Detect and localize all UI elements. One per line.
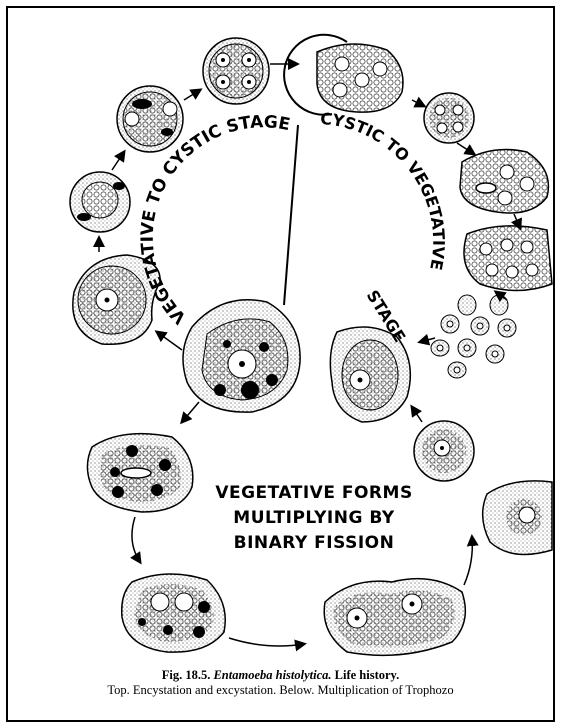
cyst-binucleate [117, 86, 183, 152]
excysting-amoeba [284, 35, 403, 115]
life-cycle-diagram: VEGETATIVE TO CYSTIC STAGE CYSTIC TO VEG… [8, 8, 555, 722]
trophozoite-dividing-nucleus [122, 574, 226, 652]
daughter-trophozoite-2 [483, 481, 552, 555]
figure-frame: VEGETATIVE TO CYSTIC STAGE CYSTIC TO VEG… [6, 6, 555, 722]
caption-fig-number: Fig. 18.5. [162, 668, 211, 682]
caption-species: Entamoeba histolytica. [213, 668, 331, 682]
metacyst [424, 93, 474, 143]
metacystic-amoeba [460, 150, 548, 213]
divider-line [284, 125, 298, 305]
trophozoite-feeding [87, 434, 192, 512]
trophozoite-dividing-cell [324, 579, 465, 656]
center-label-line2: MULTIPLYING BY [233, 508, 395, 528]
figure-caption: Fig. 18.5. Entamoeba histolytica. Life h… [8, 668, 553, 698]
caption-title: Life history. [335, 668, 400, 682]
eight-nucleate-amoeba [464, 226, 552, 291]
trophozoite-large [183, 300, 300, 412]
center-label-line3: BINARY FISSION [234, 533, 395, 553]
center-label-line1: VEGETATIVE FORMS [215, 483, 412, 503]
cyst-uninucleate [70, 172, 130, 232]
cyst-quadrinucleate [203, 38, 269, 104]
metacystic-trophozoites [431, 295, 516, 378]
caption-line-2: Top. Encystation and excystation. Below.… [8, 683, 553, 698]
cycle-arrows [99, 64, 520, 646]
daughter-trophozoite-1 [414, 421, 474, 481]
caption-line-1: Fig. 18.5. Entamoeba histolytica. Life h… [8, 668, 553, 683]
